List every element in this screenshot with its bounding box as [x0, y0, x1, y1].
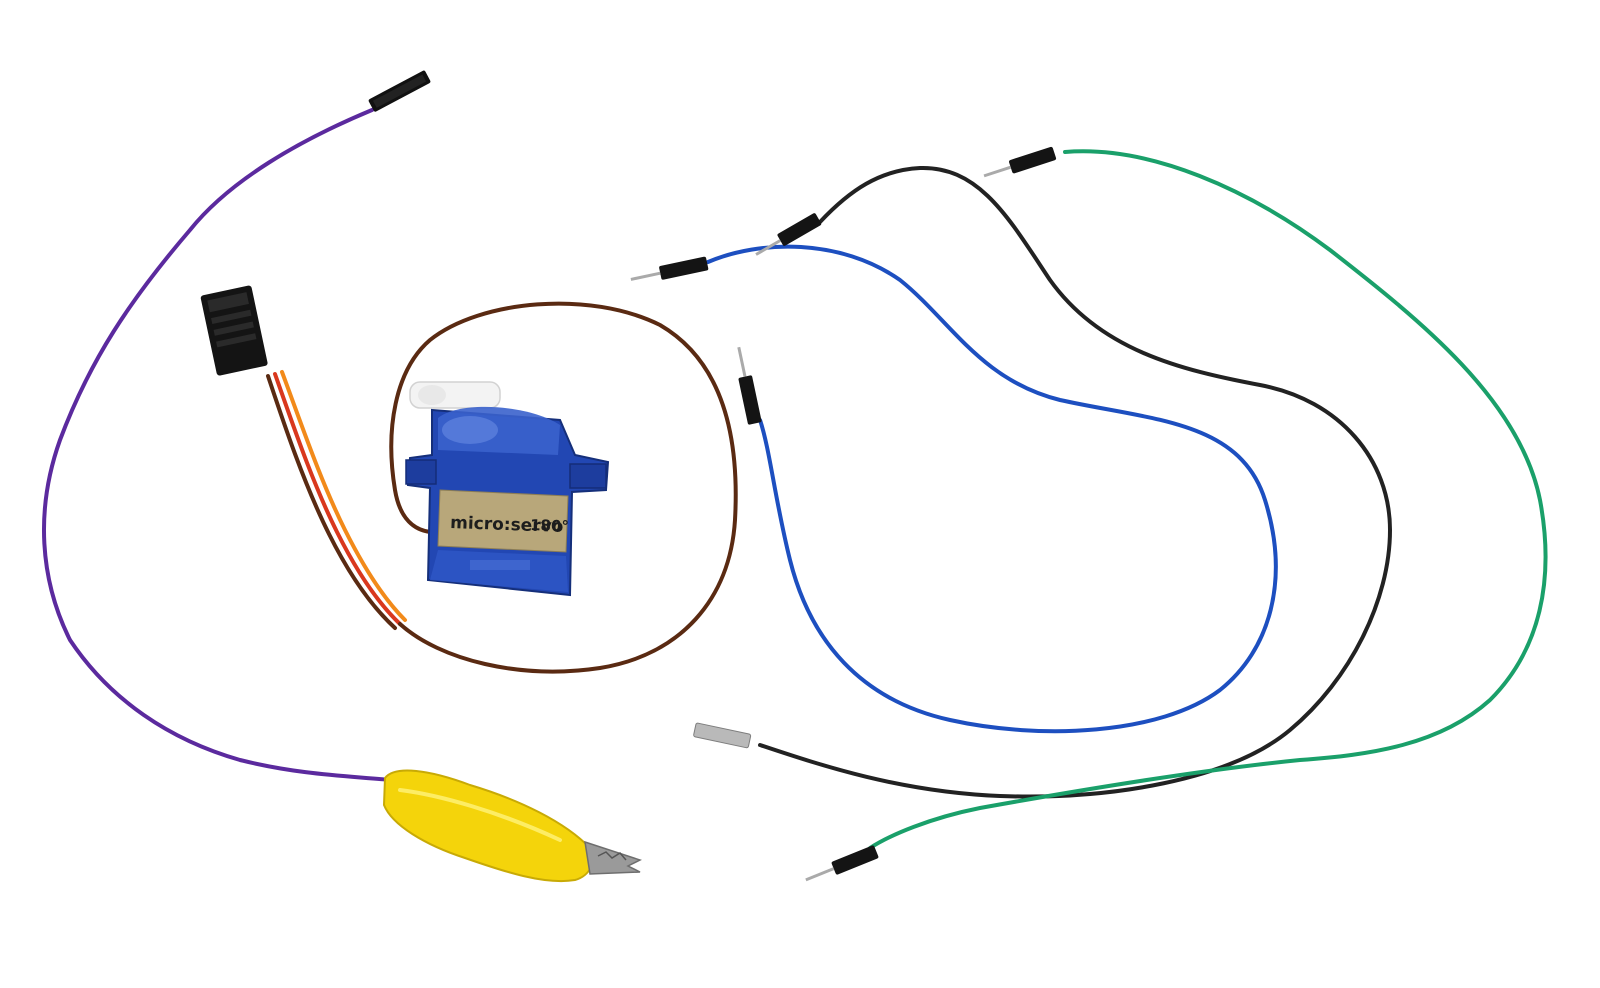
black-jumper-wire	[693, 165, 1392, 799]
purple-jumper-wire	[42, 70, 642, 883]
servo-cable-loop	[389, 301, 738, 674]
blue-wire-bottom-connector	[737, 346, 762, 425]
green-jumper-wire	[805, 146, 1548, 882]
black-wire-cable	[758, 165, 1392, 799]
black-wire-top-connector	[755, 213, 822, 256]
purple-wire-cable	[42, 108, 392, 782]
green-wire-top-connector	[983, 146, 1057, 178]
blue-jumper-wire	[630, 244, 1278, 734]
servo-3pin-header	[200, 285, 268, 376]
black-wire-bottom-tip	[693, 722, 752, 749]
green-wire-bottom-connector	[805, 845, 879, 882]
servo-horn	[409, 381, 501, 409]
servo-cable	[200, 285, 738, 674]
servo-label-text-1: micro:servo	[450, 513, 564, 537]
blue-wire-cable	[706, 244, 1278, 734]
purple-wire-female-header	[368, 70, 431, 112]
micro-servo: micro:servo 180°	[405, 381, 610, 597]
blue-wire-top-connector	[630, 256, 709, 281]
servo-label-sticker	[437, 489, 569, 553]
servo-label-text-2: 180°	[530, 516, 569, 535]
alligator-clip-boot	[382, 769, 595, 883]
green-wire-cable	[868, 149, 1548, 850]
alligator-clip	[382, 769, 642, 883]
